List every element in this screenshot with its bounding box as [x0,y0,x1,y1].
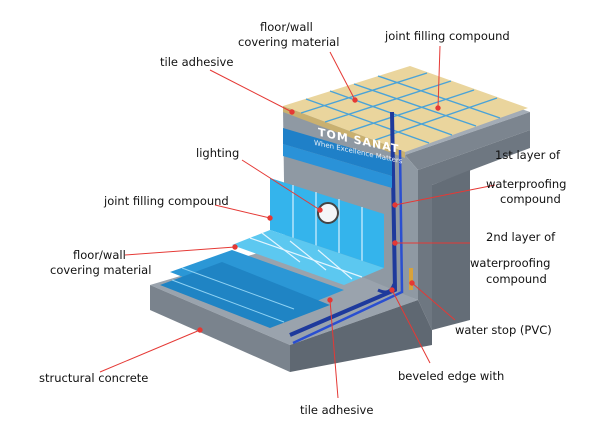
label-tile-adhesive-bottom: tile adhesive [300,403,373,417]
waterproofing-layer-1 [289,111,398,337]
label-tile-adhesive-top: tile adhesive [160,55,233,69]
floor-slab-right [290,300,432,372]
top-tile-joints [300,72,501,144]
label-structural-concrete: structural concrete [39,371,148,385]
label-lighting: lighting [196,146,239,160]
leader-tile-adhesive-top [209,69,293,113]
leader-joint-mid [214,204,271,219]
leader-tile-adhesive-bottom [329,299,339,399]
wall-tile-joints [292,185,363,261]
waterproofing-layer-2 [292,149,404,345]
label-joint-filling-top: joint filling compound [384,29,510,43]
leader-structural-concrete [99,329,201,373]
label-floor-wall-top-2: covering material [238,35,339,49]
floor-tile-joints [249,232,363,280]
leader-lines [99,45,496,399]
label-water-stop: water stop (PVC) [455,323,552,337]
membrane-layers [289,111,404,345]
label-first-layer-3: compound [500,192,561,206]
label-floor-wall-left-2: covering material [50,263,151,277]
water-stop-pvc [409,268,413,290]
top-tiles-edge [283,106,405,158]
top-tiles [283,66,528,152]
leader-floor-wall-left [124,246,236,256]
wall-tile-row-2 [283,144,392,188]
leader-floor-wall-top [329,51,356,101]
label-second-layer-3: compound [486,272,547,286]
label-floor-wall-left-1: floor/wall [73,248,126,262]
floor-strip-lines [171,267,295,323]
leader-water-stop [411,282,456,321]
label-first-layer-1: 1st layer of [495,148,561,162]
water-stop [409,268,413,290]
floor-strip-2 [160,262,330,328]
floor-tiles [160,230,384,328]
brand-mark-icon [306,68,314,77]
top-tile-surface [283,66,528,158]
light-icon [317,202,339,224]
wall-tile-row-top [283,128,392,176]
label-joint-filling-mid: joint filling compound [103,194,229,208]
label-floor-wall-top-1: floor/wall [260,20,313,34]
leader-joint-top [437,45,441,109]
leader-beveled-edge [391,289,431,364]
floor-slab-front [150,285,290,372]
lighting-fixture [317,202,339,224]
upper-slab-side [405,112,530,170]
label-second-layer-1: 2nd layer of [486,230,556,244]
wall-right-lower [432,170,470,330]
beveled-edge [377,283,396,294]
leader-first-layer [394,184,496,206]
label-second-layer-2: waterproofing [470,256,550,270]
wall-right-face [418,130,530,330]
label-beveled-edge: beveled edge with [398,369,504,383]
label-first-layer-2: waterproofing [486,177,566,191]
leader-lighting [241,159,321,211]
labels: floor/wall covering material joint filli… [39,20,566,417]
